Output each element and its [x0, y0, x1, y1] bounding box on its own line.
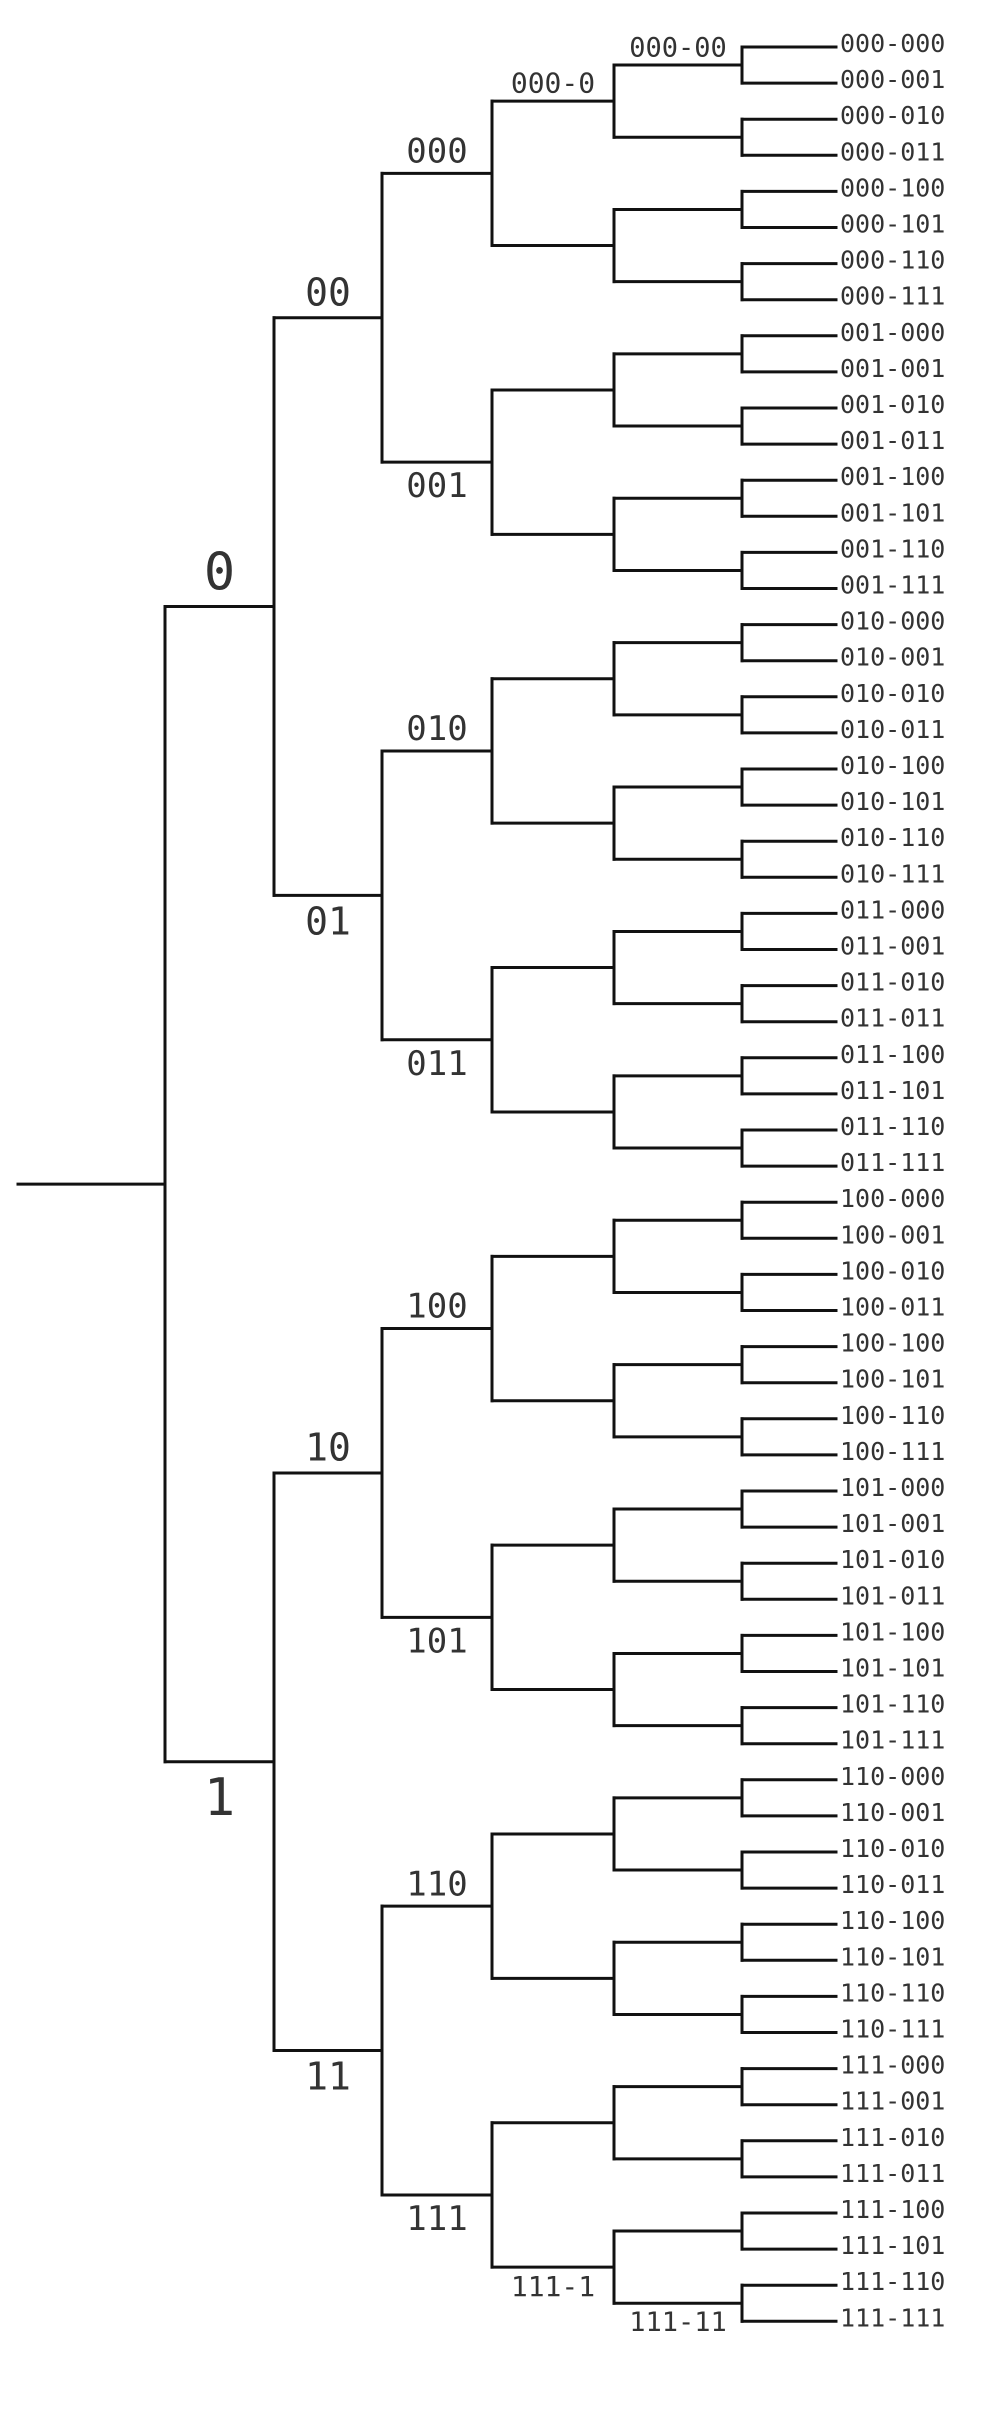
leaf-label: 001-110 [840, 534, 945, 563]
node-label-d3: 110 [406, 1864, 467, 1904]
leaf-label: 010-110 [840, 823, 945, 852]
leaf-label: 001-100 [840, 462, 945, 491]
leaf-label: 110-001 [840, 1798, 945, 1827]
node-label-d4: 000-0 [511, 66, 595, 99]
node-label-d2: 01 [305, 899, 351, 943]
leaf-label: 000-100 [840, 173, 945, 202]
node-label-d3: 111 [406, 2199, 467, 2239]
leaf-label: 100-101 [840, 1365, 945, 1394]
leaf-label: 011-000 [840, 895, 945, 924]
leaf-label: 011-101 [840, 1076, 945, 1105]
leaf-label: 001-000 [840, 318, 945, 347]
leaf-label: 011-111 [840, 1148, 945, 1177]
node-label-d3: 010 [406, 709, 467, 749]
leaf-label: 010-001 [840, 643, 945, 672]
leaf-label: 110-010 [840, 1834, 945, 1863]
leaf-label: 110-000 [840, 1762, 945, 1791]
leaf-label: 000-000 [840, 29, 945, 58]
leaf-label: 110-110 [840, 1978, 945, 2007]
node-label-d3: 101 [406, 1621, 467, 1661]
leaf-label: 101-111 [840, 1726, 945, 1755]
leaf-label: 001-101 [840, 498, 945, 527]
leaf-label: 000-001 [840, 65, 945, 94]
node-label-d2: 00 [305, 270, 351, 314]
node-label-d3: 001 [406, 466, 467, 506]
leaf-label: 111-110 [840, 2267, 945, 2296]
leaf-label: 000-101 [840, 210, 945, 239]
leaf-label: 111-011 [840, 2159, 945, 2188]
leaf-label: 110-100 [840, 1906, 945, 1935]
leaf-label: 010-100 [840, 751, 945, 780]
leaf-label: 110-111 [840, 2015, 945, 2044]
leaf-label: 001-010 [840, 390, 945, 419]
leaf-label: 100-001 [840, 1220, 945, 1249]
leaf-label: 011-110 [840, 1112, 945, 1141]
leaf-label: 110-101 [840, 1942, 945, 1971]
node-label-d2: 10 [305, 1426, 351, 1470]
node-label-d1: 1 [204, 1768, 235, 1828]
leaf-label: 010-010 [840, 679, 945, 708]
leaf-label: 001-111 [840, 571, 945, 600]
leaf-label: 110-011 [840, 1870, 945, 1899]
leaf-label: 000-011 [840, 137, 945, 166]
leaf-label: 111-111 [840, 2303, 945, 2332]
leaf-label: 111-101 [840, 2231, 945, 2260]
leaf-label: 001-001 [840, 354, 945, 383]
leaf-label: 100-010 [840, 1256, 945, 1285]
leaf-label: 100-100 [840, 1329, 945, 1358]
leaf-label: 101-100 [840, 1617, 945, 1646]
leaf-label: 011-001 [840, 932, 945, 961]
node-label-d5: 111-11 [629, 2307, 727, 2338]
node-label-d1: 0 [204, 542, 235, 602]
leaf-label: 101-001 [840, 1509, 945, 1538]
leaf-label: 011-010 [840, 968, 945, 997]
leaf-label: 111-001 [840, 2087, 945, 2116]
leaf-label: 101-011 [840, 1581, 945, 1610]
node-label-d3: 100 [406, 1287, 467, 1327]
leaf-label: 010-111 [840, 859, 945, 888]
leaf-label: 000-111 [840, 282, 945, 311]
leaf-label: 001-011 [840, 426, 945, 455]
leaf-label: 101-010 [840, 1545, 945, 1574]
leaf-label: 010-011 [840, 715, 945, 744]
leaf-label: 100-000 [840, 1184, 945, 1213]
node-label-d4: 111-1 [511, 2270, 595, 2303]
leaf-label: 101-000 [840, 1473, 945, 1502]
node-label-d3: 000 [406, 131, 467, 171]
leaf-label: 011-011 [840, 1004, 945, 1033]
leaf-label: 000-010 [840, 101, 945, 130]
leaf-label: 101-101 [840, 1654, 945, 1683]
node-label-d2: 11 [305, 2055, 351, 2099]
leaf-label: 111-100 [840, 2195, 945, 2224]
leaf-label: 111-010 [840, 2123, 945, 2152]
leaf-label: 000-110 [840, 246, 945, 275]
leaf-label: 111-000 [840, 2051, 945, 2080]
node-label-d5: 000-00 [629, 32, 727, 63]
leaf-label: 100-110 [840, 1401, 945, 1430]
leaf-label: 011-100 [840, 1040, 945, 1069]
leaf-label: 010-000 [840, 607, 945, 636]
leaf-label: 100-011 [840, 1293, 945, 1322]
leaf-label: 100-111 [840, 1437, 945, 1466]
leaf-label: 101-110 [840, 1690, 945, 1719]
leaf-label: 010-101 [840, 787, 945, 816]
node-label-d3: 011 [406, 1044, 467, 1084]
